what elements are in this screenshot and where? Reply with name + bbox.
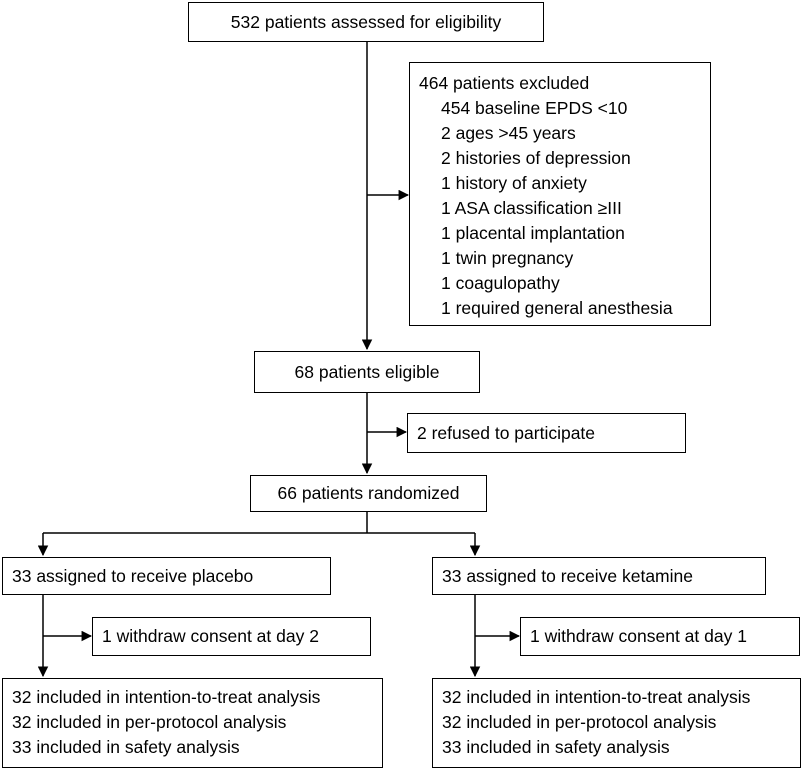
placebo-analysis-pp: 32 included in per-protocol analysis — [12, 712, 287, 732]
placebo-analysis-safety: 33 included in safety analysis — [12, 737, 240, 757]
excluded-reason: 1 history of anxiety — [441, 173, 587, 193]
assessed-text: 532 patients assessed for eligibility — [230, 11, 502, 32]
ketamine-withdraw-text: 1 withdraw consent at day 1 — [530, 626, 747, 646]
eligible-box: 68 patients eligible — [254, 351, 480, 393]
eligible-text: 68 patients eligible — [294, 361, 440, 382]
placebo-withdraw-box: 1 withdraw consent at day 2 — [92, 617, 371, 656]
ketamine-assigned-box: 33 assigned to receive ketamine — [432, 557, 766, 595]
placebo-analysis-itt: 32 included in intention-to-treat analys… — [12, 687, 321, 707]
ketamine-assigned-text: 33 assigned to receive ketamine — [442, 565, 693, 586]
randomized-box: 66 patients randomized — [250, 475, 487, 512]
refused-box: 2 refused to participate — [407, 413, 686, 453]
assessed-box: 532 patients assessed for eligibility — [188, 2, 544, 42]
ketamine-analysis-pp: 32 included in per-protocol analysis — [442, 712, 717, 732]
excluded-box: 464 patients excluded 454 baseline EPDS … — [409, 62, 711, 326]
placebo-assigned-text: 33 assigned to receive placebo — [12, 565, 254, 586]
ketamine-analysis-safety: 33 included in safety analysis — [442, 737, 670, 757]
excluded-reason: 1 coagulopathy — [441, 273, 560, 293]
excluded-reason: 1 required general anesthesia — [441, 298, 673, 318]
excluded-reason: 1 twin pregnancy — [441, 248, 574, 268]
excluded-reason: 454 baseline EPDS <10 — [441, 98, 628, 118]
refused-text: 2 refused to participate — [417, 422, 596, 443]
placebo-assigned-box: 33 assigned to receive placebo — [2, 557, 331, 595]
randomized-text: 66 patients randomized — [277, 483, 460, 503]
excluded-reason: 1 ASA classification ≥III — [441, 198, 622, 218]
excluded-reason: 1 placental implantation — [441, 223, 625, 243]
excluded-header: 464 patients excluded — [419, 73, 590, 93]
ketamine-withdraw-box: 1 withdraw consent at day 1 — [520, 617, 800, 656]
ketamine-analysis-box: 32 included in intention-to-treat analys… — [432, 678, 801, 768]
excluded-reason: 2 ages >45 years — [441, 123, 576, 143]
placebo-withdraw-text: 1 withdraw consent at day 2 — [102, 626, 319, 646]
placebo-analysis-box: 32 included in intention-to-treat analys… — [2, 678, 383, 768]
ketamine-analysis-itt: 32 included in intention-to-treat analys… — [442, 687, 751, 707]
excluded-reason: 2 histories of depression — [441, 148, 631, 168]
